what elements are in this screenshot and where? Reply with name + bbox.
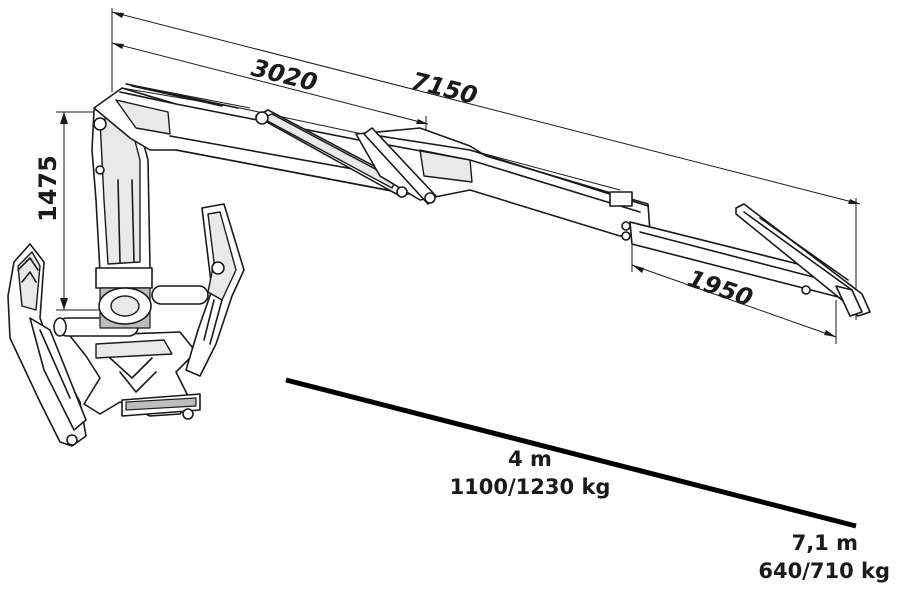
lift-cylinder	[255, 109, 409, 197]
reach-line	[285, 377, 857, 529]
capacity-far: 7,1 m 640/710 kg	[758, 531, 890, 583]
capacity-near-reach: 4 m	[508, 447, 552, 471]
column	[91, 99, 153, 329]
dimension-lines	[56, 8, 861, 344]
capacity-near: 4 m 1100/1230 kg	[450, 447, 611, 499]
dim-label-7150: 7150	[409, 67, 481, 110]
dim-label-1475: 1475	[34, 155, 62, 222]
left-outrigger	[7, 243, 87, 447]
right-outrigger	[182, 203, 245, 420]
capacity-far-load: 640/710 kg	[758, 559, 890, 583]
crane-illustration	[7, 83, 871, 447]
capacity-far-reach: 7,1 m	[792, 531, 858, 555]
outer-boom	[355, 127, 651, 241]
dim-label-3020: 3020	[249, 54, 321, 97]
capacity-near-load: 1100/1230 kg	[450, 475, 611, 499]
boom-tip	[735, 203, 871, 317]
